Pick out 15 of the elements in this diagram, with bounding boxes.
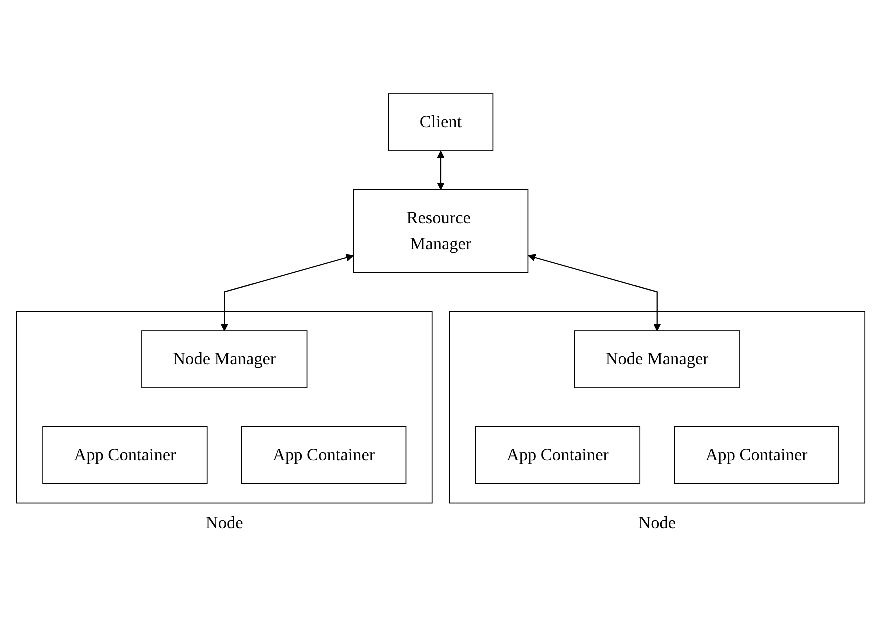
node-box: App Container xyxy=(475,426,641,484)
node-box: App Container xyxy=(241,426,407,484)
node-box: Resource Manager xyxy=(353,189,529,274)
node-box: Client xyxy=(388,94,494,152)
arrow xyxy=(437,151,445,190)
node-label: Node xyxy=(206,514,244,533)
node-box: App Container xyxy=(42,426,208,484)
node-box: App Container xyxy=(674,426,840,484)
node-label: Node xyxy=(638,514,676,533)
node-box: Node Manager xyxy=(574,330,740,388)
node-box: Node Manager xyxy=(142,330,308,388)
cluster xyxy=(449,311,866,504)
cluster xyxy=(16,311,433,504)
arrow xyxy=(220,254,354,332)
arrow xyxy=(528,254,662,332)
